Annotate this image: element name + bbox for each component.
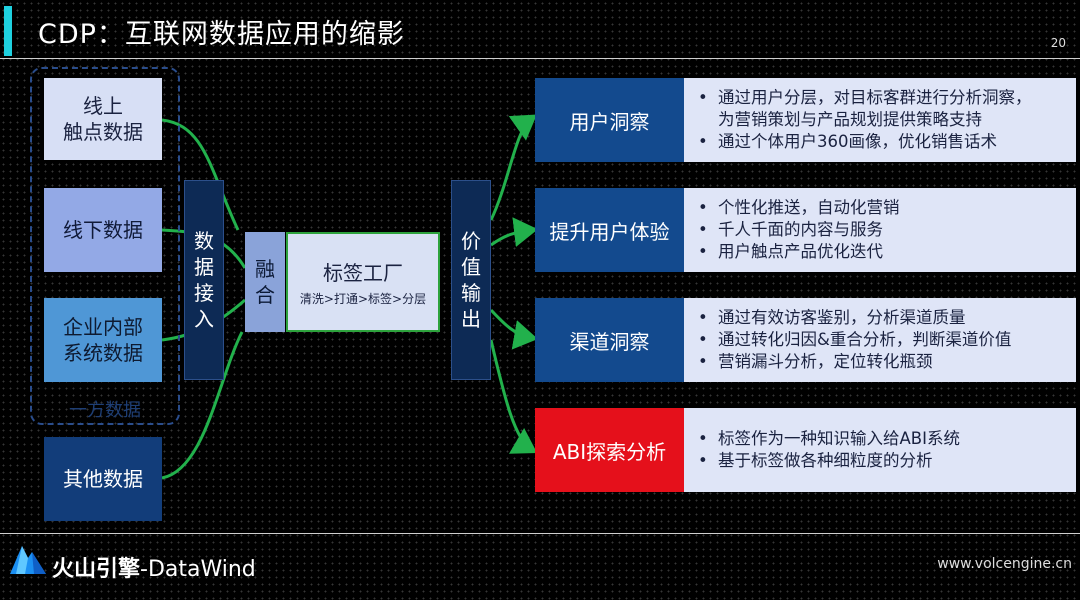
bullet-item: •通过个体用户360画像，优化销售话术 (698, 132, 997, 151)
title-accent-bar (4, 6, 12, 56)
access-char: 据 (194, 255, 214, 279)
output-channel-insight-desc: •通过有效访客鉴别，分析渠道质量 •通过转化归因&重合分析，判断渠道价值 •营销… (684, 298, 1076, 382)
product-name: -DataWind (140, 557, 256, 582)
fusion-box: 融 合 (245, 232, 285, 332)
bullet-item: •千人千面的内容与服务 (698, 220, 883, 239)
connector-output-4 (489, 339, 538, 454)
first-party-group (30, 67, 180, 425)
connector-source-4 (161, 331, 244, 480)
source-label-line1: 线上 (83, 94, 123, 118)
brand-logo-text: 火山引擎-DataWind (52, 551, 256, 583)
bullet-item: •通过有效访客鉴别，分析渠道质量 (698, 308, 966, 327)
source-label: 其他数据 (63, 467, 143, 491)
value-output-box: 价 值 输 出 (451, 180, 491, 380)
footer-divider (0, 533, 1080, 534)
output-abi-analysis-desc: •标签作为一种知识输入给ABI系统 •基于标签做各种细粒度的分析 (684, 408, 1076, 492)
connector-output-3 (489, 308, 538, 350)
output-char: 值 (461, 255, 481, 279)
fusion-char: 融 (255, 257, 275, 281)
output-char: 出 (461, 307, 481, 331)
access-char: 入 (194, 307, 214, 331)
bullet-item: •营销漏斗分析，定位转化瓶颈 (698, 352, 933, 371)
source-enterprise-internal: 企业内部系统数据 (44, 298, 162, 382)
bullet-item: •通过用户分层，对目标客群进行分析洞察， (698, 88, 1032, 107)
connector-source-1 (161, 118, 240, 231)
bullet-item-continuation: 为营销策划与产品规划提供策略支持 (718, 110, 982, 129)
header-divider (0, 58, 1080, 59)
page-number: 20 (1050, 36, 1066, 50)
bullet-item: •用户触点产品优化迭代 (698, 242, 883, 261)
source-offline: 线下数据 (44, 188, 162, 272)
output-user-insight: 用户洞察 (535, 78, 684, 162)
bullet-item: •基于标签做各种细粒度的分析 (698, 451, 933, 470)
output-abi-analysis: ABI探索分析 (535, 408, 684, 492)
tag-factory-subtitle: 清洗>打通>标签>分层 (299, 292, 427, 306)
output-user-experience-desc: •个性化推送，自动化营销 •千人千面的内容与服务 •用户触点产品优化迭代 (684, 188, 1076, 272)
access-char: 接 (194, 281, 214, 305)
data-access-box: 数 据 接 入 (184, 180, 224, 380)
output-user-insight-desc: •通过用户分层，对目标客群进行分析洞察， 为营销策划与产品规划提供策略支持 •通… (684, 78, 1076, 162)
source-label: 线下数据 (63, 218, 143, 242)
source-online-touchpoint: 线上触点数据 (44, 78, 162, 160)
brand-name: 火山引擎 (52, 557, 141, 582)
access-char: 数 (194, 229, 214, 253)
tag-factory-box: 标签工厂 清洗>打通>标签>分层 (286, 232, 440, 332)
volcano-logo-icon (10, 546, 46, 574)
source-other: 其他数据 (44, 437, 162, 521)
fusion-char: 合 (255, 283, 275, 307)
first-party-label: 一方数据 (69, 400, 141, 421)
page-title: CDP：互联网数据应用的缩影 (38, 19, 405, 50)
source-label-line2: 触点数据 (63, 120, 143, 144)
output-channel-insight: 渠道洞察 (535, 298, 684, 382)
website-url: www.volcengine.cn (937, 556, 1072, 572)
bullet-item: •标签作为一种知识输入给ABI系统 (698, 429, 960, 448)
output-char: 输 (461, 281, 481, 305)
connector-output-2 (490, 217, 538, 248)
source-label-line2: 系统数据 (63, 341, 143, 365)
connector-output-1 (489, 114, 537, 221)
bullet-item: •个性化推送，自动化营销 (698, 198, 900, 217)
output-char: 价 (461, 229, 481, 253)
bullet-item: •通过转化归因&重合分析，判断渠道价值 (698, 330, 1012, 349)
output-user-experience: 提升用户体验 (535, 188, 684, 272)
source-label-line1: 企业内部 (63, 315, 143, 339)
tag-factory-title: 标签工厂 (323, 261, 403, 285)
